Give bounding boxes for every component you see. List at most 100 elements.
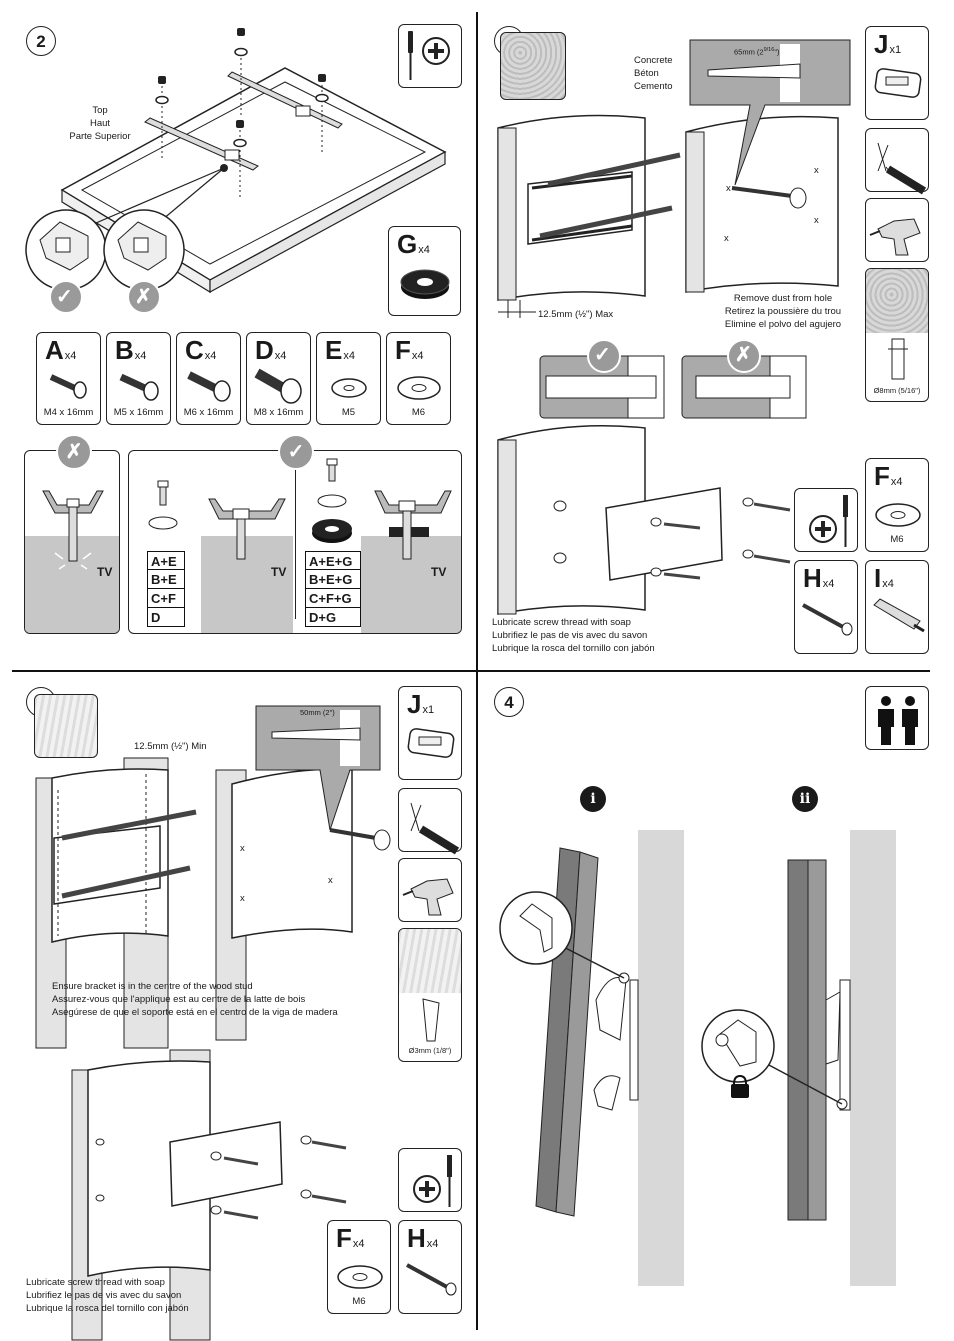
part-i-box: Ix4 bbox=[865, 560, 929, 654]
step-number: 2 bbox=[26, 26, 56, 56]
stud-note: Ensure bracket is in the centre of the w… bbox=[52, 981, 338, 1018]
masonry-bit-box: Ø8mm (5/16") bbox=[865, 268, 929, 402]
wrong-mark: ✗ bbox=[135, 286, 152, 308]
top-label: Top Haut Parte Superior bbox=[69, 105, 131, 142]
part-g-letter: Gx4 bbox=[397, 229, 430, 259]
part-h-box: Hx4 bbox=[794, 560, 858, 654]
part-h-box: Hx4 bbox=[398, 1220, 462, 1314]
x-mark: x bbox=[240, 893, 245, 904]
screw-icon bbox=[254, 368, 302, 404]
wood-screw-icon bbox=[406, 1263, 457, 1296]
tv-label: TV bbox=[97, 565, 113, 579]
screwdriver-plus-icon bbox=[408, 31, 450, 80]
screwdriver-tool-box bbox=[398, 24, 462, 88]
drill-icon bbox=[402, 878, 454, 916]
divider-horizontal bbox=[12, 670, 930, 672]
depth-label: 65mm (29/16") bbox=[734, 47, 780, 57]
wrong-mark: ✗ bbox=[735, 344, 752, 366]
screwdriver-tool-box bbox=[398, 1148, 462, 1212]
wood-swatch bbox=[399, 929, 461, 993]
part-j-box: Jx1 bbox=[398, 686, 462, 780]
step-number: 4 bbox=[494, 687, 524, 717]
x-mark: x bbox=[814, 165, 819, 176]
drill-box bbox=[865, 198, 929, 262]
depth-label: 50mm (2") bbox=[300, 708, 335, 717]
correct-mark: ✓ bbox=[594, 344, 611, 366]
part-f-box: Fx4 M6 bbox=[386, 332, 451, 425]
part-f-box: Fx4 M6 bbox=[327, 1220, 391, 1314]
two-person-box bbox=[865, 686, 929, 750]
screw-icon bbox=[119, 373, 159, 401]
screwdriver-plus-icon bbox=[809, 495, 848, 547]
correct-badge: ✓ bbox=[278, 434, 314, 470]
drill-bit-icon bbox=[422, 998, 440, 1042]
wood-wall-diagram bbox=[35, 705, 391, 1341]
tv-bracket-left bbox=[144, 117, 259, 171]
part-f-box: Fx4 M6 bbox=[865, 458, 929, 552]
part-d-box: Dx4 M8 x 16mm bbox=[246, 332, 311, 425]
spacer-ring-icon bbox=[400, 269, 450, 299]
x-mark: x bbox=[724, 233, 729, 244]
part-g-box: Gx4 bbox=[388, 226, 461, 316]
part-e-box: Ex4 M5 bbox=[316, 332, 381, 425]
wall-plug-icon bbox=[873, 598, 925, 633]
x-mark: x bbox=[814, 215, 819, 226]
pencil-icon bbox=[410, 802, 460, 855]
part-c-box: Cx4 M6 x 16mm bbox=[176, 332, 241, 425]
screw-icon bbox=[187, 371, 231, 402]
washer-icon bbox=[397, 376, 441, 400]
lock-icon bbox=[731, 1074, 749, 1098]
magnifier-correct bbox=[25, 209, 107, 291]
x-mark: x bbox=[240, 843, 245, 854]
correct-mark: ✓ bbox=[56, 286, 73, 308]
pencil-icon bbox=[877, 142, 927, 195]
wood-screw-icon bbox=[802, 603, 853, 636]
drill-bit-icon bbox=[888, 338, 908, 380]
part-j-box: Jx1 bbox=[865, 26, 929, 120]
wood-swatch bbox=[34, 694, 98, 758]
screwdriver-plus-icon bbox=[413, 1155, 452, 1207]
washer-icon bbox=[331, 378, 367, 398]
spirit-level-icon bbox=[407, 728, 455, 758]
washer-icon bbox=[337, 1265, 383, 1289]
washer-icon bbox=[875, 503, 921, 527]
pencil-mark-box bbox=[865, 128, 929, 195]
substep-ii-badge: ii bbox=[792, 786, 818, 812]
drill-icon bbox=[869, 218, 921, 256]
concrete-swatch bbox=[500, 32, 566, 100]
correct-installation-box: TV TV A+E B+E C+F D A+E+G B+E+G C+F+G D+… bbox=[128, 450, 462, 634]
wrong-badge: ✗ bbox=[56, 434, 92, 470]
two-persons-icon bbox=[878, 696, 918, 745]
wood-bit-box: Ø3mm (1/8") bbox=[398, 928, 462, 1062]
drill-box bbox=[398, 858, 462, 922]
wrong-installation-box: TV bbox=[24, 450, 120, 634]
x-mark: x bbox=[328, 875, 333, 886]
magnifier-wrong bbox=[103, 209, 185, 291]
combo-list-right: A+E+G B+E+G C+F+G D+G bbox=[305, 551, 361, 627]
screwdriver-tool-box bbox=[794, 488, 858, 552]
substep-i-badge: i bbox=[580, 786, 606, 812]
bolt-too-long-icon bbox=[42, 490, 104, 570]
concrete-swatch bbox=[866, 269, 928, 333]
concrete-wall-diagram bbox=[497, 39, 851, 615]
combination-diagram bbox=[148, 458, 452, 560]
spirit-level-icon bbox=[874, 68, 922, 98]
part-b-box: Bx4 M5 x 16mm bbox=[106, 332, 171, 425]
max-label: 12.5mm (½") Max bbox=[538, 309, 614, 320]
tv-back-diagram bbox=[25, 28, 447, 314]
tv-bracket-right bbox=[227, 71, 343, 129]
min-label: 12.5mm (½") Min bbox=[134, 741, 207, 752]
tv-label: TV bbox=[431, 565, 447, 579]
screw-icon bbox=[49, 374, 87, 399]
tv-surface bbox=[201, 536, 293, 633]
tv-label: TV bbox=[271, 565, 287, 579]
pencil-mark-box bbox=[398, 788, 462, 855]
x-mark: x bbox=[726, 183, 731, 194]
part-a-box: Ax4 M4 x 16mm bbox=[36, 332, 101, 425]
combo-list-left: A+E B+E C+F D bbox=[147, 551, 185, 627]
